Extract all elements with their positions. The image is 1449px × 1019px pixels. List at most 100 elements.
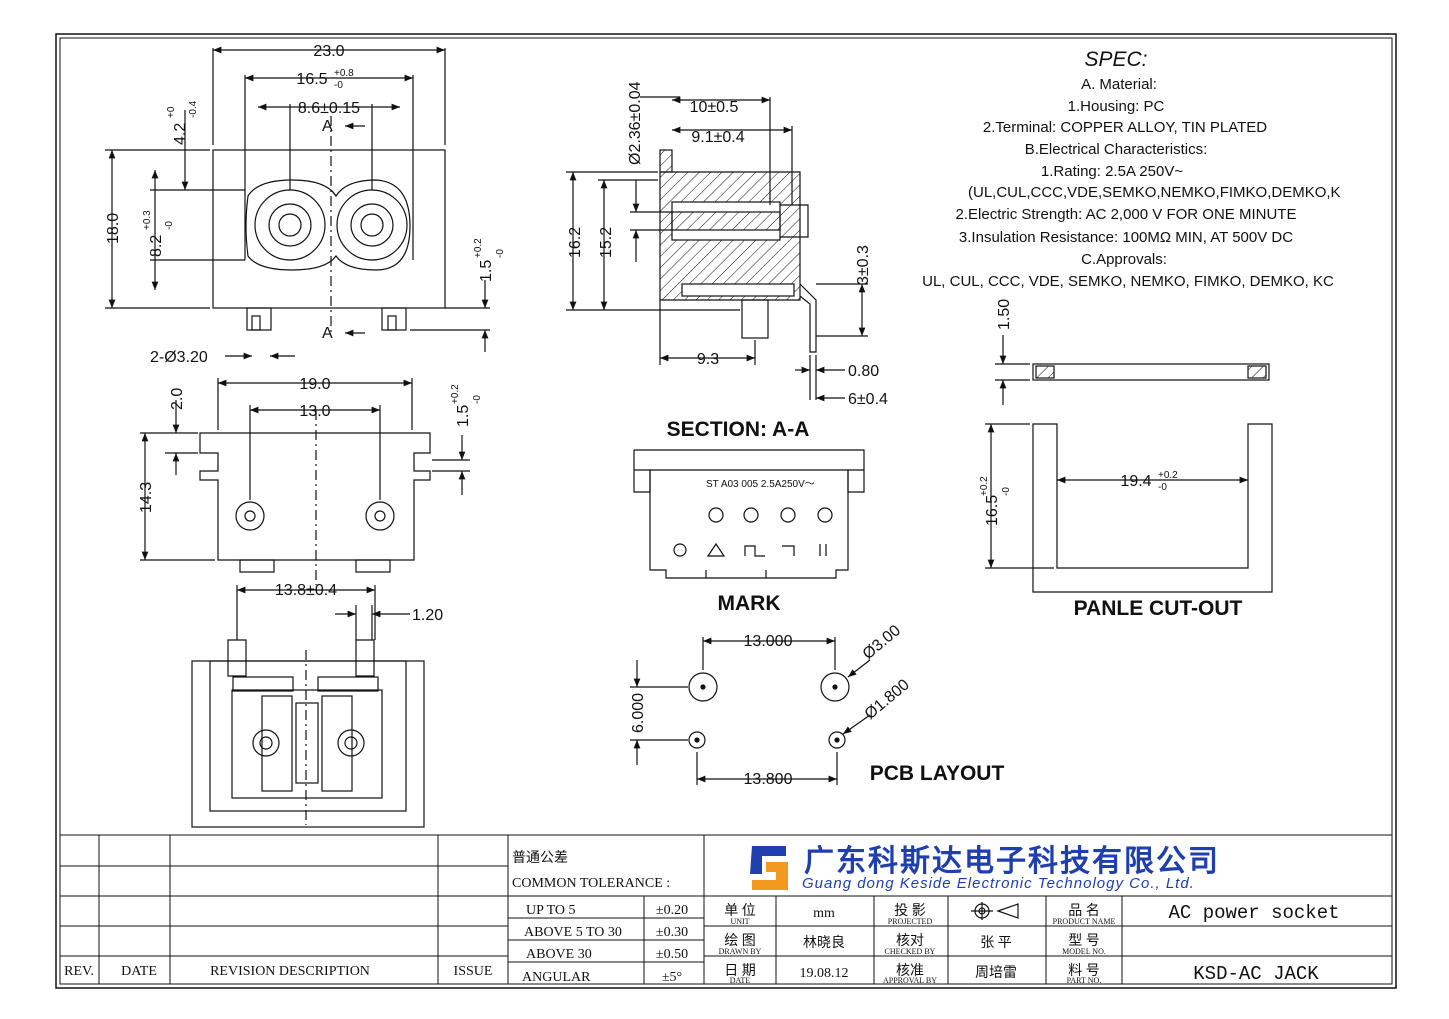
top-flange: 2.0 bbox=[169, 388, 186, 410]
spec-line: UL, CUL, CCC, VDE, SEMKO, NEMKO, FIMKO, … bbox=[922, 273, 1334, 290]
panel-width-tol-up: +0.2 bbox=[1158, 470, 1178, 481]
tb-date-en: DATE bbox=[730, 976, 751, 985]
mark-title: MARK bbox=[718, 592, 781, 615]
panel-title: PANLE CUT-OUT bbox=[1074, 597, 1243, 620]
tb-tolerance-cn: 普通公差 bbox=[512, 850, 568, 866]
panel-width: 19.4 bbox=[1120, 473, 1151, 490]
spec-line: 2.Terminal: COPPER ALLOY, TIN PLATED bbox=[983, 119, 1267, 136]
tb-projected-en: PROJECTED bbox=[888, 917, 933, 926]
tb-approval-en: APPROVAL BY bbox=[883, 976, 937, 985]
pcb-bottom-pitch: 13.800 bbox=[744, 771, 793, 788]
top-pitch: 13.0 bbox=[299, 403, 330, 420]
panel-thickness: 1.50 bbox=[996, 299, 1013, 330]
tb-date-cn: 日 期 bbox=[724, 963, 756, 979]
section-d1: 10±0.5 bbox=[690, 99, 739, 116]
front-pin-pitch: 8.6±0.15 bbox=[298, 100, 360, 117]
section-mark-bottom: A bbox=[322, 325, 333, 342]
tb-drawn-value: 林晓良 bbox=[803, 935, 845, 951]
tb-approval-cn: 核准 bbox=[896, 963, 924, 979]
section-d3: Ø2.36±0.04 bbox=[627, 81, 644, 165]
pcb-title: PCB LAYOUT bbox=[870, 762, 1005, 785]
front-width-total: 23.0 bbox=[313, 43, 344, 60]
front-top-offset: 4.2 bbox=[172, 123, 189, 145]
front-hole-height-tol-up: +0.3 bbox=[142, 210, 153, 230]
top-width: 19.0 bbox=[299, 376, 330, 393]
pcb-hole-big: Ø3.00 bbox=[860, 622, 904, 663]
title-block bbox=[60, 834, 1392, 984]
front-bottom-offset-tol-up: +0.2 bbox=[473, 238, 484, 258]
top-side-tab-tol-up: +0.2 bbox=[450, 384, 461, 404]
bottom-view bbox=[191, 585, 425, 828]
pcb-layout bbox=[630, 637, 871, 785]
tb-tol-value: ±5° bbox=[662, 970, 682, 985]
pcb-top-pitch: 13.000 bbox=[744, 633, 793, 650]
tb-part-value: KSD-AC JACK bbox=[1193, 963, 1319, 985]
front-height: 18.0 bbox=[105, 213, 122, 244]
panel-height-tol-dn: -0 bbox=[1001, 487, 1012, 496]
mark-label-text: ST A03 005 2.5A250V～ bbox=[706, 479, 815, 490]
bottom-pin-width: 1.20 bbox=[412, 607, 443, 624]
front-view bbox=[105, 46, 490, 360]
tb-part-en: PART NO. bbox=[1067, 976, 1102, 985]
spec-line: 2.Electric Strength: AC 2,000 V FOR ONE … bbox=[956, 206, 1297, 223]
tb-unit-cn: 单 位 bbox=[724, 903, 756, 919]
front-width-inner: 16.5 bbox=[296, 71, 327, 88]
projection-symbol-icon bbox=[971, 902, 1019, 920]
front-hole-height: 8.2 bbox=[148, 235, 165, 257]
front-width-inner-tol-up: +0.8 bbox=[334, 68, 354, 79]
tb-checked-value: 张 平 bbox=[980, 935, 1012, 951]
spec-line: C.Approvals: bbox=[1081, 251, 1167, 268]
top-view bbox=[140, 378, 470, 585]
front-width-inner-tol-dn: -0 bbox=[334, 80, 343, 91]
tb-product-name: AC power socket bbox=[1168, 902, 1339, 924]
front-bottom-offset: 1.5 bbox=[478, 260, 495, 282]
company-logo bbox=[750, 846, 788, 890]
top-side-tab: 1.5 bbox=[455, 405, 472, 427]
front-bottom-offset-tol-dn: -0 bbox=[495, 249, 506, 258]
section-title: SECTION: A-A bbox=[667, 418, 810, 441]
tb-tol-value: ±0.20 bbox=[656, 903, 688, 918]
tb-tol-range: UP TO 5 bbox=[526, 903, 576, 918]
tb-date-value: 19.08.12 bbox=[800, 966, 849, 981]
tb-unit-value: mm bbox=[813, 906, 835, 921]
spec-line: 1.Rating: 2.5A 250V~ bbox=[1041, 163, 1183, 180]
section-b3: 6±0.4 bbox=[848, 391, 888, 408]
company-name-cn: 广东科斯达电子科技有限公司 bbox=[804, 844, 1220, 878]
tb-part-cn: 料 号 bbox=[1068, 963, 1100, 979]
tb-issue: ISSUE bbox=[454, 964, 493, 979]
spec-line: A. Material: bbox=[1081, 76, 1157, 93]
front-hole-height-tol-dn: -0 bbox=[164, 221, 175, 230]
mark-view bbox=[633, 449, 865, 579]
tb-date: DATE bbox=[121, 964, 157, 979]
spec-title: SPEC: bbox=[1084, 48, 1147, 71]
front-top-offset-tol-dn: -0.4 bbox=[188, 100, 199, 118]
spec-line: 3.Insulation Resistance: 100MΩ MIN, AT 5… bbox=[959, 229, 1293, 246]
section-d2: 9.1±0.4 bbox=[691, 129, 744, 146]
section-b2: 0.80 bbox=[848, 363, 879, 380]
section-h3: 3±0.3 bbox=[855, 245, 872, 285]
tb-product-name-cn: 品 名 bbox=[1068, 903, 1100, 919]
tb-model-cn: 型 号 bbox=[1068, 933, 1100, 949]
pcb-hole-small: Ø1.800 bbox=[862, 676, 913, 723]
tb-tol-range: ANGULAR bbox=[522, 970, 591, 985]
tb-tolerance-en: COMMON TOLERANCE : bbox=[512, 876, 670, 891]
tb-rev: REV. bbox=[64, 964, 94, 979]
panel-cutout bbox=[985, 335, 1273, 593]
tb-unit-en: UNIT bbox=[730, 917, 749, 926]
section-mark-top: A bbox=[322, 118, 333, 135]
front-pin-diameter: 2-Ø3.20 bbox=[150, 349, 208, 366]
section-view bbox=[566, 96, 868, 402]
panel-height-tol-up: +0.2 bbox=[979, 476, 990, 496]
section-b1: 9.3 bbox=[697, 351, 719, 368]
tb-drawn-en: DRAWN BY bbox=[719, 947, 762, 956]
front-top-offset-tol-up: +0 bbox=[166, 106, 177, 118]
spec-line: 1.Housing: PC bbox=[1068, 98, 1165, 115]
tb-model-en: MODEL NO. bbox=[1062, 947, 1106, 956]
panel-width-tol-dn: -0 bbox=[1158, 482, 1167, 493]
tb-tol-value: ±0.50 bbox=[656, 947, 688, 962]
tb-tol-range: ABOVE 30 bbox=[526, 947, 592, 962]
spec-line: (UL,CUL,CCC,VDE,SEMKO,NEMKO,FIMKO,DEMKO,… bbox=[968, 184, 1341, 201]
tb-tol-value: ±0.30 bbox=[656, 925, 688, 940]
pcb-vertical: 6.000 bbox=[630, 693, 647, 733]
